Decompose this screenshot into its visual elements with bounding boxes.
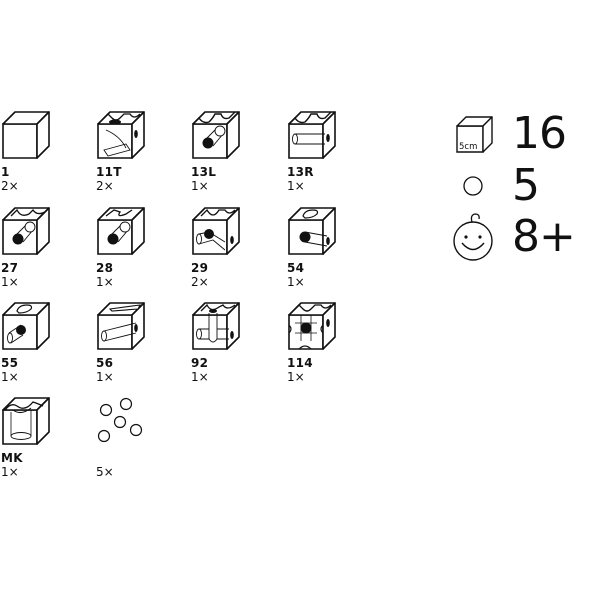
marbles-icon <box>97 397 143 443</box>
basic-cube-icon <box>2 111 50 159</box>
piece-code: 1 <box>1 165 10 179</box>
piece-28: 28 1× <box>96 206 176 289</box>
piece-code: 92 <box>191 356 209 370</box>
marble-icon <box>463 176 483 196</box>
cube-13R-icon <box>288 111 336 159</box>
piece-11T: 11T 2× <box>96 110 176 193</box>
cube-54-icon <box>288 207 336 255</box>
piece-code: 55 <box>1 356 19 370</box>
piece-qty: 1× <box>191 179 209 193</box>
piece-qty: 2× <box>1 179 19 193</box>
piece-code: 27 <box>1 261 19 275</box>
age-recommendation: 8+ <box>512 211 576 262</box>
piece-13L: 13L 1× <box>191 110 271 193</box>
piece-code: MK <box>1 451 23 465</box>
piece-56: 56 1× <box>96 301 176 384</box>
cube-27-icon <box>2 207 50 255</box>
piece-1: 1 2× <box>1 110 81 193</box>
cube-11T-icon <box>97 111 145 159</box>
piece-qty: 1× <box>287 179 305 193</box>
cube-92-icon <box>192 302 240 350</box>
piece-code: 29 <box>191 261 209 275</box>
piece-MK: MK 1× <box>1 396 81 479</box>
cube-28-icon <box>97 207 145 255</box>
piece-code: 28 <box>96 261 114 275</box>
piece-balls: 5× <box>96 396 176 479</box>
cube-size-label: 5cm <box>459 142 477 152</box>
piece-qty: 2× <box>191 275 209 289</box>
piece-27: 27 1× <box>1 206 81 289</box>
cube-size-icon: 5cm <box>456 116 493 153</box>
piece-55: 55 1× <box>1 301 81 384</box>
cube-114-icon <box>288 302 336 350</box>
piece-code: 54 <box>287 261 305 275</box>
cube-29-icon <box>192 207 240 255</box>
cube-MK-icon <box>2 397 50 445</box>
ball-count: 5 <box>512 160 540 211</box>
piece-qty: 2× <box>96 179 114 193</box>
piece-qty: 1× <box>96 370 114 384</box>
piece-code: 11T <box>96 165 122 179</box>
piece-code: 114 <box>287 356 313 370</box>
piece-qty: 1× <box>287 370 305 384</box>
cube-13L-icon <box>192 111 240 159</box>
piece-qty: 1× <box>96 275 114 289</box>
piece-qty: 1× <box>287 275 305 289</box>
piece-code: 13R <box>287 165 314 179</box>
piece-qty: 1× <box>1 370 19 384</box>
piece-29: 29 2× <box>191 206 271 289</box>
piece-qty: 1× <box>1 465 19 479</box>
cube-55-icon <box>2 302 50 350</box>
ball-count-stat: 5 <box>448 160 540 211</box>
child-face-icon <box>453 213 493 261</box>
piece-code: 56 <box>96 356 114 370</box>
piece-54: 54 1× <box>287 206 367 289</box>
age-stat: 8+ <box>448 211 576 262</box>
cube-56-icon <box>97 302 145 350</box>
cube-count: 16 <box>512 108 567 159</box>
piece-qty: 1× <box>191 370 209 384</box>
piece-qty: 1× <box>1 275 19 289</box>
piece-code: 13L <box>191 165 217 179</box>
piece-qty: 5× <box>96 465 114 479</box>
piece-13R: 13R 1× <box>287 110 367 193</box>
piece-code <box>96 452 176 465</box>
piece-114: 114 1× <box>287 301 367 384</box>
piece-92: 92 1× <box>191 301 271 384</box>
cube-count-stat: 5cm 16 <box>448 108 567 159</box>
